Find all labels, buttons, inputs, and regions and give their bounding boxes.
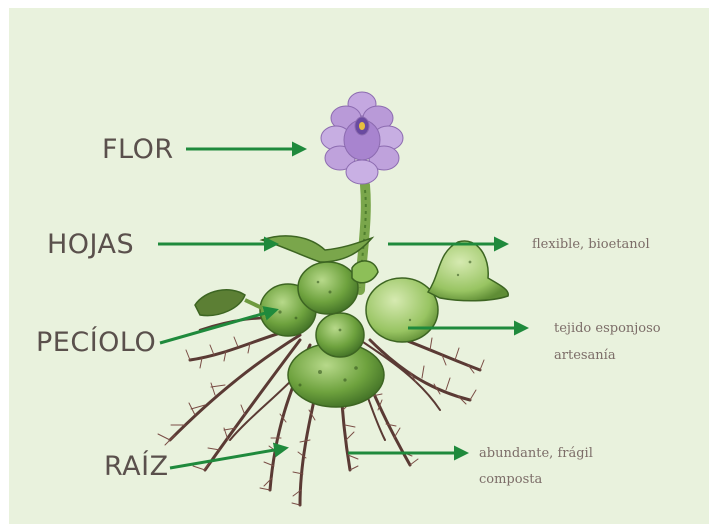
note-raiz-line2: composta xyxy=(479,466,542,493)
arrow-raiz xyxy=(170,448,286,468)
label-raiz: RAÍZ xyxy=(104,451,169,482)
label-peciolo: PECÍOLO xyxy=(36,327,156,358)
label-hojas: HOJAS xyxy=(47,229,134,260)
note-peciolo-line2: artesanía xyxy=(554,342,616,369)
note-raiz-line1: abundante, frágil xyxy=(479,440,593,467)
label-flor: FLOR xyxy=(102,134,174,165)
petiole-bulbs xyxy=(195,236,508,407)
note-hojas: flexible, bioetanol xyxy=(532,231,650,258)
note-peciolo-line1: tejido esponjoso xyxy=(554,315,661,342)
flower-head xyxy=(321,92,403,184)
